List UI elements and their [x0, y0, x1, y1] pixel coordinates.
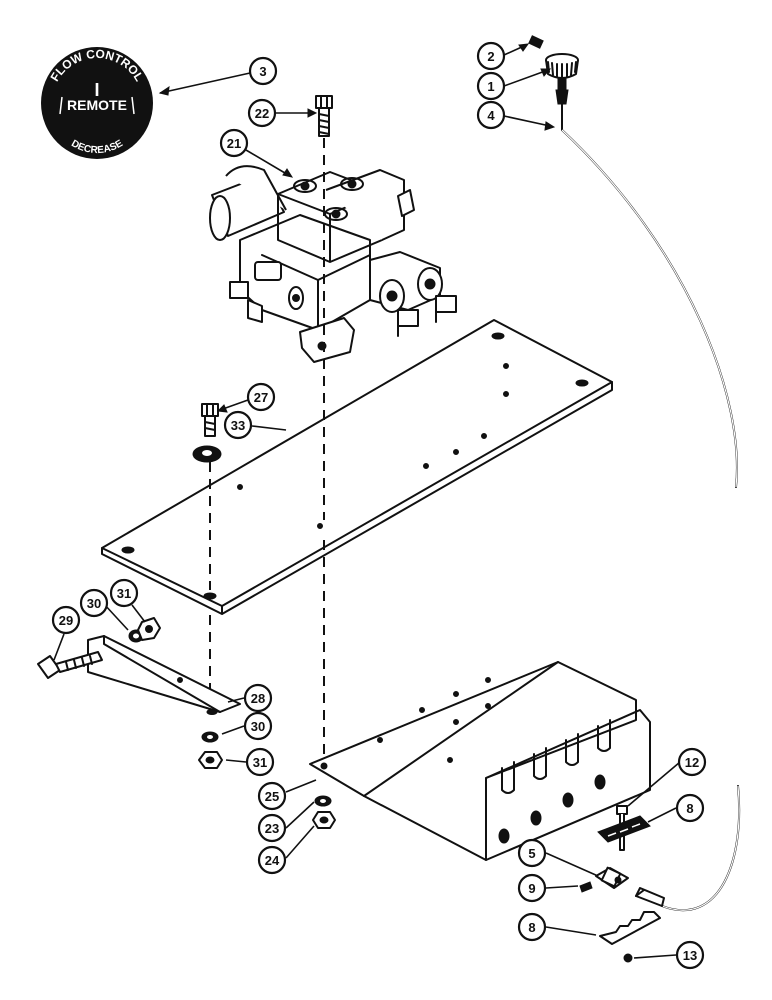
angle-bracket: [87, 635, 241, 715]
svg-text:31: 31: [253, 755, 267, 770]
svg-text:21: 21: [227, 136, 241, 151]
control-valve: [209, 165, 457, 363]
nut-24: [312, 811, 336, 829]
callout-31-lower: 31: [245, 747, 275, 777]
callout-27: 27: [246, 382, 276, 412]
svg-text:28: 28: [251, 691, 265, 706]
callout-30-lower: 30: [243, 711, 273, 741]
nut-13: [623, 953, 633, 963]
cable-connector: [595, 866, 629, 889]
nut-31-lower: [198, 751, 223, 769]
svg-text:2: 2: [487, 49, 494, 64]
screw-9: [579, 881, 593, 893]
bolt-22: [315, 95, 333, 137]
control-cable: [555, 89, 738, 488]
callout-13: 13: [675, 940, 705, 970]
callout-8-lower: 8: [517, 912, 547, 942]
svg-text:4: 4: [487, 108, 495, 123]
callout-31-upper: 31: [109, 578, 139, 608]
flow-control-emblem: FLOW CONTROL I REMOTE DECREASE: [41, 47, 153, 159]
svg-text:5: 5: [528, 846, 535, 861]
svg-text:30: 30: [251, 719, 265, 734]
callout-2: 2: [476, 41, 506, 71]
svg-text:8: 8: [528, 920, 535, 935]
callout-8-upper: 8: [675, 793, 705, 823]
lower-support-bracket: [309, 661, 651, 861]
callout-22: 22: [247, 98, 277, 128]
svg-text:25: 25: [265, 789, 279, 804]
svg-text:1: 1: [487, 79, 494, 94]
callout-29: 29: [51, 605, 81, 635]
emblem-bottom-text: DECREASE: [69, 138, 125, 156]
callout-33: 33: [223, 410, 253, 440]
callout-4: 4: [476, 100, 506, 130]
callout-28: 28: [243, 683, 273, 713]
callout-9: 9: [517, 873, 547, 903]
bolt-29: [37, 651, 103, 679]
set-screw: [528, 35, 544, 49]
svg-text:8: 8: [686, 801, 693, 816]
callout-30-upper: 30: [79, 588, 109, 618]
callout-21: 21: [219, 128, 249, 158]
emblem-center-text: REMOTE: [67, 97, 127, 113]
svg-text:30: 30: [87, 596, 101, 611]
svg-text:33: 33: [231, 418, 245, 433]
nut-31-upper: [137, 617, 161, 641]
callout-1: 1: [476, 71, 506, 101]
callout-12: 12: [677, 747, 707, 777]
washer-30-lower: [201, 731, 219, 743]
cable-end: [635, 785, 741, 912]
control-knob: [545, 53, 579, 91]
bolt-27: [201, 403, 219, 437]
svg-text:29: 29: [59, 613, 73, 628]
svg-text:3: 3: [259, 64, 266, 79]
callout-5: 5: [517, 838, 547, 868]
lock-washer-23: [314, 795, 332, 807]
svg-text:22: 22: [255, 106, 269, 121]
callout-23: 23: [257, 813, 287, 843]
callout-24: 24: [257, 845, 287, 875]
svg-text:9: 9: [528, 881, 535, 896]
callout-3: 3: [248, 56, 278, 86]
callout-25: 25: [257, 781, 287, 811]
leader-lines: [53, 43, 681, 959]
svg-text:23: 23: [265, 821, 279, 836]
svg-text:12: 12: [685, 755, 699, 770]
flat-washer: [192, 445, 222, 463]
cable-clamp-upper: [597, 815, 651, 843]
upper-mounting-plate: [101, 319, 613, 615]
svg-text:13: 13: [683, 948, 697, 963]
emblem-center-mark: I: [94, 80, 99, 100]
svg-text:24: 24: [265, 853, 280, 868]
svg-text:31: 31: [117, 586, 131, 601]
cable-clamp-lower: [599, 911, 661, 945]
alignment-lines: [209, 138, 325, 760]
svg-text:27: 27: [254, 390, 268, 405]
